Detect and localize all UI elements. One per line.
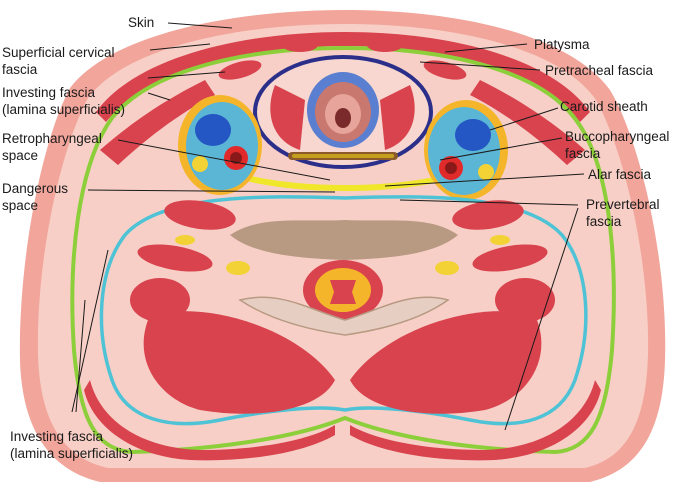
label-pretracheal-fascia: Pretracheal fascia: [545, 62, 653, 79]
label-alar-fascia: Alar fascia: [588, 166, 651, 183]
label-retropharyngeal-space: Retropharyngeal space: [2, 130, 102, 164]
label-platysma: Platysma: [534, 36, 590, 53]
fat-pad-left-1: [175, 235, 195, 245]
fat-pad-right-1: [490, 235, 510, 245]
fat-pad-left-2: [226, 261, 250, 275]
label-buccopharyngeal-fascia: Buccopharyngeal fascia: [565, 128, 669, 162]
trachea-lumen: [335, 108, 351, 128]
label-prevertebral-fascia: Prevertebral fascia: [586, 196, 660, 230]
label-superficial-cervical-fascia: Superficial cervical fascia: [2, 44, 115, 78]
label-skin: Skin: [128, 14, 154, 31]
label-investing-fascia-bottom: Investing fascia (lamina superficialis): [10, 428, 133, 462]
label-carotid-sheath: Carotid sheath: [560, 98, 648, 115]
label-investing-fascia-top: Investing fascia (lamina superficialis): [2, 84, 125, 118]
strap-muscle-right: [367, 38, 403, 52]
fat-pad-right-2: [435, 261, 459, 275]
buccopharyngeal-band: [292, 154, 394, 158]
left-carotid-sheath: [178, 95, 262, 195]
label-dangerous-space: Dangerous space: [2, 180, 68, 214]
strap-muscle-left: [282, 38, 318, 52]
